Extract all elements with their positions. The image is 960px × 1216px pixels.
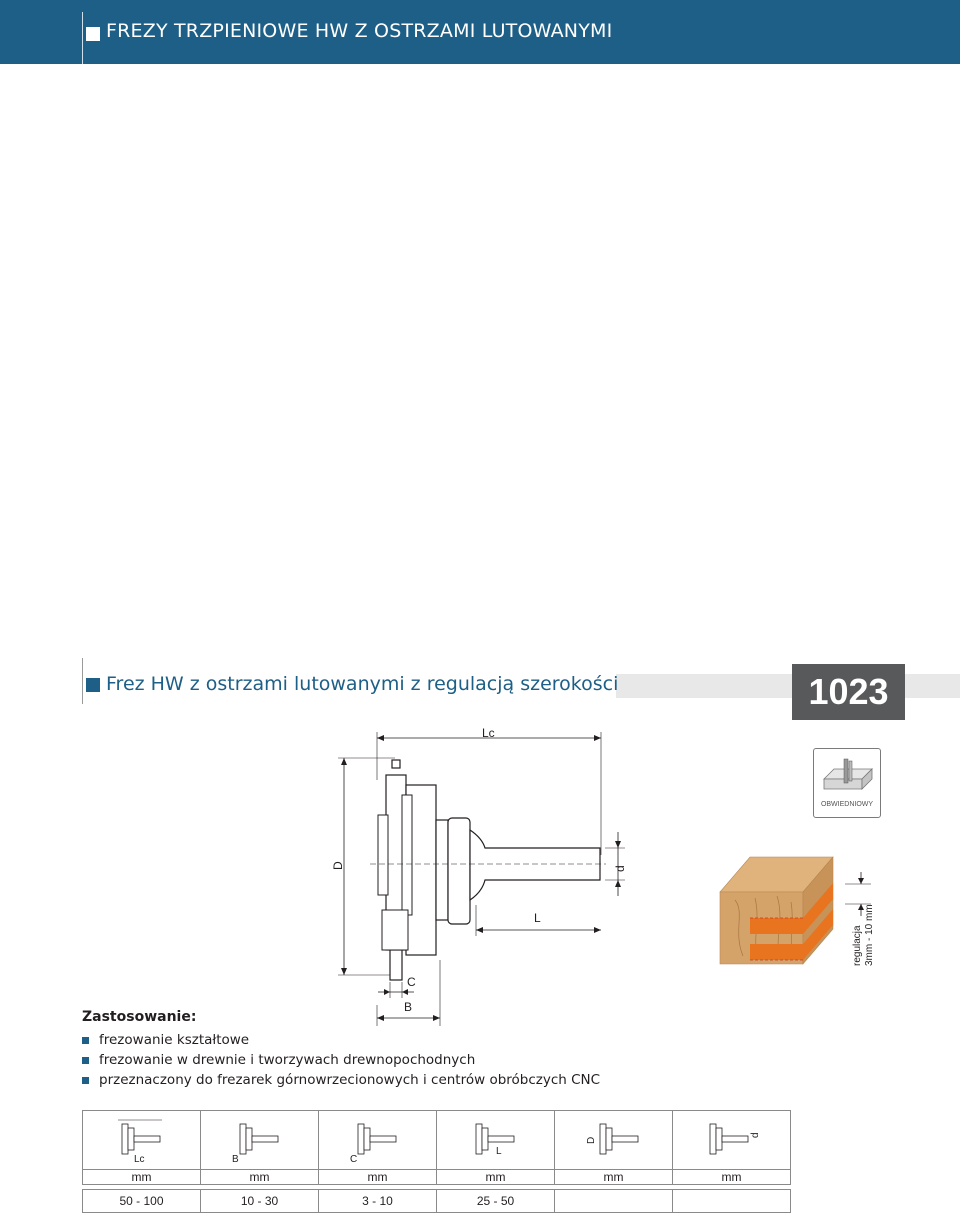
- page-header: FREZY TRZPIENIOWE HW Z OSTRZAMI LUTOWANY…: [0, 0, 960, 64]
- profile-label: OBWIEDNIOWY: [820, 801, 874, 808]
- unit-cell: mm: [554, 1169, 673, 1185]
- value-cell: [672, 1189, 791, 1213]
- value-cell: 50 - 100: [82, 1189, 201, 1213]
- bullet-icon: [82, 1057, 89, 1064]
- product-square-icon: [86, 678, 100, 692]
- table-row: Lc B C L: [82, 1110, 791, 1170]
- value-cell: 25 - 50: [436, 1189, 555, 1213]
- param-cell-c: C: [318, 1110, 437, 1170]
- application-heading: Zastosowanie:: [82, 1009, 197, 1025]
- param-cell-d-shank: d: [672, 1110, 791, 1170]
- profile-type-box: OBWIEDNIOWY: [813, 748, 881, 818]
- value-cell: 10 - 30: [200, 1189, 319, 1213]
- value-cell: [554, 1189, 673, 1213]
- list-item: frezowanie kształtowe: [82, 1030, 600, 1050]
- table-row: mm mm mm mm mm mm: [82, 1169, 791, 1185]
- param-label: d: [750, 1132, 761, 1138]
- param-cell-d-outer: D: [554, 1110, 673, 1170]
- param-d-shank-icon: d: [709, 1123, 761, 1154]
- label-l: L: [534, 911, 541, 925]
- header-divider: [82, 12, 83, 64]
- adjust-label-2: 3mm - 10 mm: [864, 904, 875, 966]
- unit-cell: mm: [436, 1169, 555, 1185]
- param-cell-lc: Lc: [82, 1110, 201, 1170]
- unit-cell: mm: [200, 1169, 319, 1185]
- header-square-icon: [86, 27, 100, 41]
- parameter-table: Lc B C L: [82, 1110, 791, 1213]
- table-row: 50 - 100 10 - 30 3 - 10 25 - 50: [82, 1189, 791, 1213]
- cutter-drawing: Lc D d L C B: [331, 726, 627, 1026]
- param-c-icon: C: [350, 1123, 396, 1165]
- joint-illustration: regulacja 3mm - 10 mm: [719, 856, 875, 966]
- label-c: C: [407, 975, 416, 989]
- label-b: B: [404, 1000, 412, 1014]
- param-label: L: [496, 1146, 502, 1157]
- param-label: D: [586, 1136, 597, 1143]
- list-item: frezowanie w drewnie i tworzywach drewno…: [82, 1050, 600, 1070]
- param-cell-l: L: [436, 1110, 555, 1170]
- application-item-text: frezowanie w drewnie i tworzywach drewno…: [99, 1052, 476, 1068]
- header-title: FREZY TRZPIENIOWE HW Z OSTRZAMI LUTOWANY…: [106, 20, 613, 42]
- list-item: przeznaczony do frezarek górnowrzecionow…: [82, 1070, 600, 1090]
- label-d-shank: d: [613, 865, 627, 872]
- param-b-icon: B: [232, 1123, 278, 1165]
- product-strip: [616, 674, 960, 698]
- application-list: frezowanie kształtowe frezowanie w drewn…: [82, 1030, 600, 1090]
- adjust-label-1: regulacja: [852, 925, 863, 966]
- label-lc: Lc: [482, 726, 495, 740]
- profile-icon: [823, 758, 873, 790]
- param-label: B: [232, 1154, 239, 1164]
- unit-cell: mm: [672, 1169, 791, 1185]
- label-d-outer: D: [331, 861, 345, 870]
- param-label: Lc: [134, 1154, 145, 1164]
- bullet-icon: [82, 1077, 89, 1084]
- param-d-outer-icon: D: [586, 1123, 638, 1154]
- bullet-icon: [82, 1037, 89, 1044]
- value-cell: 3 - 10: [318, 1189, 437, 1213]
- product-title: Frez HW z ostrzami lutowanymi z regulacj…: [106, 673, 619, 695]
- product-divider: [82, 658, 83, 704]
- unit-cell: mm: [318, 1169, 437, 1185]
- table-spacer: [82, 1184, 791, 1190]
- param-label: C: [350, 1154, 357, 1164]
- application-item-text: przeznaczony do frezarek górnowrzecionow…: [99, 1072, 601, 1088]
- product-code: 1023: [792, 664, 905, 720]
- param-cell-b: B: [200, 1110, 319, 1170]
- param-lc-icon: Lc: [117, 1119, 162, 1165]
- unit-cell: mm: [82, 1169, 201, 1185]
- param-l-icon: L: [475, 1123, 514, 1157]
- application-item-text: frezowanie kształtowe: [99, 1032, 250, 1048]
